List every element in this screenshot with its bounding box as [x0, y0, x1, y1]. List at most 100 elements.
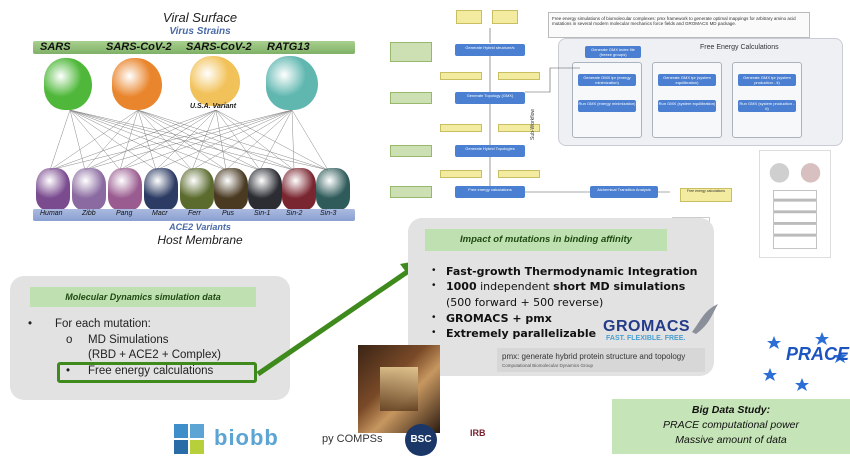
host-membrane-title: Host Membrane	[157, 233, 243, 247]
prace-stars-icon	[763, 332, 847, 391]
strain-label: SARS	[40, 41, 71, 53]
workflow-node[interactable]: Generate GMX index file (freeze groups)	[585, 46, 641, 58]
workflow-data	[498, 124, 540, 132]
workflow-node[interactable]: Alchemical Transition Analysis	[590, 186, 658, 198]
interaction-line	[291, 110, 295, 171]
workflow-connector-lines	[489, 28, 670, 193]
impact-item: Extremely parallelizable	[446, 327, 597, 340]
workflow-node[interactable]: Generate GMX tpr (system production - ti…	[738, 74, 796, 86]
interaction-line	[191, 110, 293, 171]
md-item-text: Free energy calculations	[88, 365, 214, 377]
workflow-input	[492, 10, 518, 24]
bsc-logo: BSC	[405, 424, 437, 456]
interaction-line	[137, 110, 193, 171]
interaction-line	[119, 110, 293, 171]
usa-variant-label: U.S.A. Variant	[190, 103, 237, 110]
bullet-icon: •	[432, 265, 436, 276]
md-box-header: Molecular Dynamics simulation data	[30, 287, 256, 307]
sars-protein-structure	[44, 58, 92, 110]
impact-item-bold: short MD simulations	[553, 280, 686, 293]
gromacs-logo: GROMACS	[603, 318, 691, 335]
big-data-line: PRACE computational power	[663, 419, 799, 431]
ace2-protein-structure	[36, 168, 70, 210]
free-energy-calculations-title: Free Energy Calculations	[700, 44, 779, 51]
ace2-label: Zibb	[82, 210, 96, 217]
workflow-description: Free energy simulations of biomolecular …	[548, 12, 810, 38]
ace2-protein-structure	[214, 168, 248, 210]
workflow-node[interactable]: Generate GMX tpr (system equilibration)	[658, 74, 716, 86]
workflow-data	[440, 124, 482, 132]
workflow-node[interactable]: Generate Hybrid Topologies	[455, 145, 525, 157]
workflow-data	[440, 72, 482, 80]
interaction-line	[49, 110, 139, 171]
gromacs-bird-icon	[692, 304, 718, 334]
strain-label: SARS-CoV-2	[106, 41, 172, 53]
gromacs-tagline: FAST. FLEXIBLE. FREE.	[606, 335, 686, 342]
ace2-label: Human	[40, 210, 63, 217]
bullet-icon: •	[66, 365, 71, 377]
interaction-line	[69, 110, 121, 171]
virus-strains-subtitle: Virus Strains	[169, 26, 231, 37]
workflow-node[interactable]: Generate Topology (GMX)	[455, 92, 525, 104]
sars-cov2-usa-variant-structure	[190, 56, 240, 106]
ace2-label: Sin-3	[320, 210, 337, 217]
workflow-step-note	[390, 186, 432, 198]
workflow-node[interactable]: Free energy calculations	[455, 186, 525, 198]
interaction-network-lines	[49, 110, 329, 171]
workflow-step-note	[390, 145, 432, 157]
interaction-line	[119, 110, 217, 171]
interaction-line	[155, 110, 293, 171]
marenostrum-supercomputer-photo	[358, 345, 440, 433]
interaction-line	[137, 110, 261, 171]
interaction-line	[225, 110, 293, 171]
supercomputer-racks	[380, 367, 418, 411]
interaction-line	[69, 110, 157, 171]
workflow-data	[498, 170, 540, 178]
workflow-node[interactable]: Run GMX (system equilibration)	[658, 100, 716, 112]
free-energy-results-plot	[759, 150, 831, 258]
ratg13-protein-structure	[266, 56, 318, 110]
ace2-label: Sin-1	[254, 210, 271, 217]
interaction-line	[84, 110, 217, 171]
workflow-node[interactable]: Run GMX (system production - ti)	[738, 100, 796, 112]
big-data-title: Big Data Study:	[691, 404, 771, 416]
workflow-output: Free energy calculations	[680, 188, 732, 202]
md-item-text: For each mutation:	[55, 318, 151, 330]
workflow-step-note	[390, 42, 432, 62]
interaction-line	[215, 110, 261, 171]
pmx-banner-subtext: Computational Biomolecular Dynamics Grou…	[502, 363, 594, 368]
md-item-text: (RBD + ACE2 + Complex)	[88, 349, 221, 361]
ace2-label: Macr	[152, 210, 168, 217]
pmx-banner	[497, 348, 705, 372]
workflow-node[interactable]: Generate Hybrid structure/s	[455, 44, 525, 56]
biobb-logo: biobb	[214, 425, 279, 450]
ace2-label: Sin-2	[286, 210, 303, 217]
md-item-text: MD Simulations	[88, 334, 169, 346]
interaction-line	[155, 110, 217, 171]
interaction-line	[215, 110, 295, 171]
interaction-line	[84, 110, 293, 171]
ace2-protein-structure	[108, 168, 142, 210]
sars-cov2-protein-structure	[112, 58, 162, 110]
ace2-label: Pang	[116, 210, 133, 217]
ace2-protein-structure	[316, 168, 350, 210]
interaction-line	[215, 110, 227, 171]
pycompss-logo: py COMPSs	[322, 433, 383, 445]
interaction-line	[291, 110, 329, 171]
interaction-line	[49, 110, 217, 171]
bullet-icon: •	[432, 312, 436, 323]
workflow-node[interactable]: Generate GMX tpr (energy minimization)	[578, 74, 636, 86]
free-energy-highlight	[57, 362, 257, 383]
interaction-line	[191, 110, 217, 171]
workflow-data	[440, 170, 482, 178]
ace2-label: Ferr	[188, 210, 201, 217]
impact-item: (500 forward + 500 reverse)	[446, 296, 604, 309]
strain-label: SARS-CoV-2	[186, 41, 252, 53]
interaction-line	[137, 110, 329, 171]
viral-surface-title: Viral Surface	[162, 10, 238, 25]
workflow-input	[456, 10, 482, 24]
impact-item: GROMACS + pmx	[446, 312, 552, 325]
interaction-line	[49, 110, 293, 171]
impact-item: 1000 independent short MD simulations	[446, 280, 685, 293]
workflow-node[interactable]: Run GMX (energy minimization)	[578, 100, 636, 112]
